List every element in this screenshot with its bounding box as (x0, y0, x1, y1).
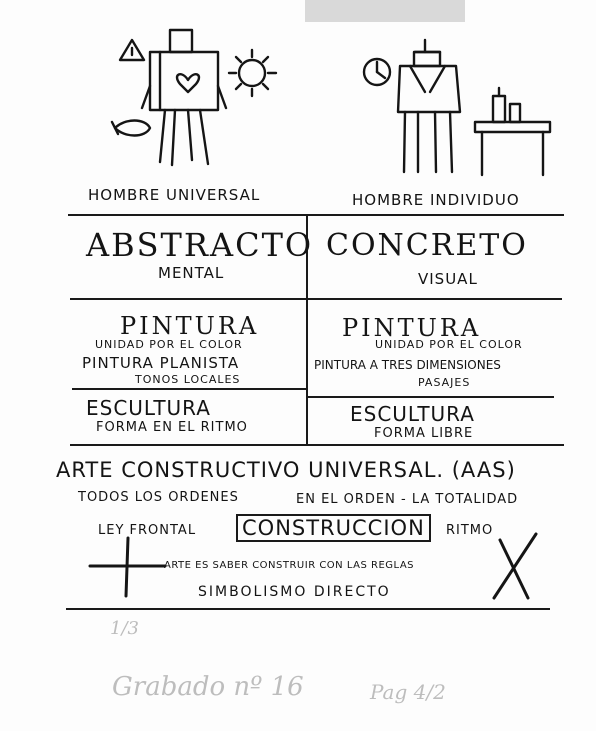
sun-icon (227, 48, 278, 98)
pintura-right-line3: PASAJES (418, 376, 471, 389)
pintura-right-line1: UNIDAD POR EL COLOR (375, 338, 523, 351)
pencil-note: 1/3 (110, 618, 139, 639)
pintura-right-line2: PINTURA A TRES DIMENSIONES (314, 358, 501, 372)
escultura-left-line1: FORMA EN EL RITMO (96, 420, 248, 435)
divider-middle (70, 444, 564, 446)
escultura-right-line1: FORMA LIBRE (374, 426, 474, 441)
fish-icon (110, 119, 152, 137)
line-simbolismo-directo: SIMBOLISMO DIRECTO (198, 584, 391, 600)
escultura-left: ESCULTURA (86, 396, 211, 420)
title-abstracto: ABSTRACTO (86, 226, 314, 264)
clock-icon (362, 57, 392, 87)
pintura-right: PINTURA (342, 314, 482, 342)
pintura-left: PINTURA (120, 312, 260, 340)
triangle-eye-icon (118, 38, 146, 62)
label-ley-frontal: LEY FRONTAL (98, 523, 197, 538)
label-construccion: CONSTRUCCION (236, 514, 431, 542)
caption-hombre-universal: HOMBRE UNIVERSAL (88, 186, 261, 204)
x-cross-icon (492, 532, 538, 600)
divider-bottom (66, 608, 550, 610)
heading-arte-constructivo: ARTE CONSTRUCTIVO UNIVERSAL. (AAS) (56, 458, 516, 482)
subtitle-visual: VISUAL (418, 270, 478, 288)
divider-top (68, 214, 564, 216)
title-concreto: CONCRETO (326, 228, 528, 263)
divider-below-titles (70, 298, 562, 300)
universal-man-figure (140, 28, 228, 167)
table-with-bottles (473, 86, 552, 177)
pencil-grabado-label: Grabado nº 16 (112, 672, 304, 702)
line-arte-saber-construir: ARTE ES SABER CONSTRUIR CON LAS REGLAS (164, 560, 415, 571)
individual-man-figure (396, 38, 462, 174)
line-en-el-orden: EN EL ORDEN - LA TOTALIDAD (296, 492, 519, 507)
caption-hombre-individuo: HOMBRE INDIVIDUO (352, 191, 520, 209)
label-ritmo: RITMO (446, 523, 494, 538)
plus-cross-icon (88, 536, 167, 598)
line-todos-los-ordenes: TODOS LOS ORDENES (78, 490, 239, 505)
divider-center-vertical (306, 216, 308, 446)
pintura-left-line1: UNIDAD POR EL COLOR (95, 338, 243, 351)
divider-right-mid (308, 396, 554, 398)
paper-tab (305, 0, 465, 22)
subtitle-mental: MENTAL (158, 264, 225, 282)
divider-left-mid (72, 388, 306, 390)
pencil-page-label: Pag 4/2 (370, 680, 446, 704)
pintura-left-line2: PINTURA PLANISTA (82, 354, 240, 372)
pintura-left-line3: TONOS LOCALES (135, 373, 241, 386)
escultura-right: ESCULTURA (350, 402, 475, 426)
